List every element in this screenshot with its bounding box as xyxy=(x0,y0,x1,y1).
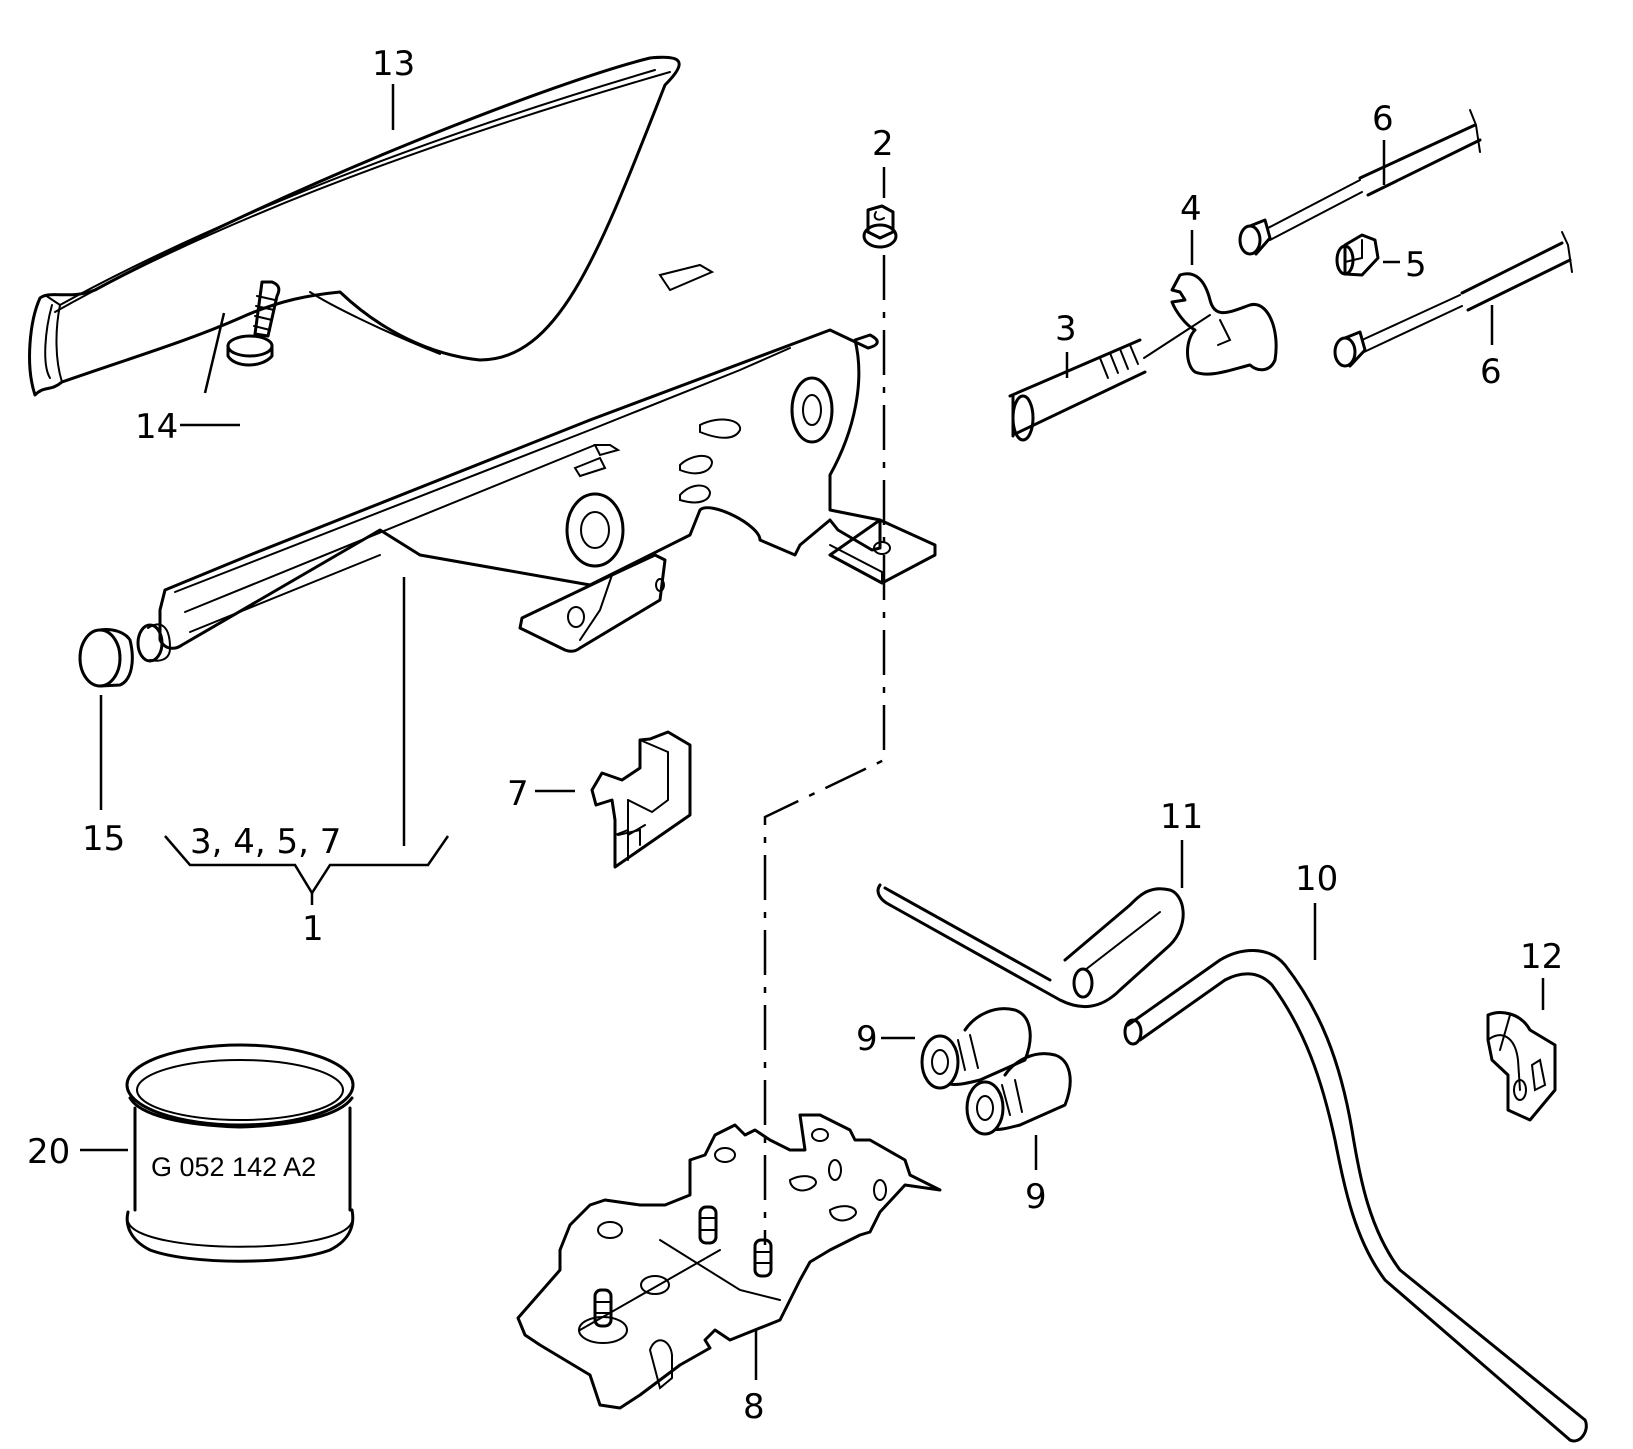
part-7-switch[interactable] xyxy=(590,730,692,869)
part-3-pin[interactable] xyxy=(1008,314,1211,442)
part-10-line[interactable] xyxy=(1123,949,1588,1443)
leader-14b xyxy=(203,312,226,394)
callout-7[interactable]: 7 xyxy=(507,774,529,814)
callout-8[interactable]: 8 xyxy=(743,1387,765,1427)
part-1-lever-mount-foot[interactable] xyxy=(518,553,667,653)
bracket-stud xyxy=(753,1238,773,1278)
part-2-flange-nut[interactable] xyxy=(862,204,898,249)
bracket-stud xyxy=(698,1205,718,1245)
callout-4[interactable]: 4 xyxy=(1180,189,1202,229)
callout-15[interactable]: 15 xyxy=(82,819,125,859)
callout-14[interactable]: 14 xyxy=(135,407,178,447)
callout-3[interactable]: 3 xyxy=(1055,309,1077,349)
part-5-adjuster-nut[interactable] xyxy=(1335,233,1380,277)
callout-group-1-members[interactable]: 3, 4, 5, 7 xyxy=(190,822,341,862)
grease-tin-stamp: G 052 142 A2 xyxy=(151,1152,316,1182)
part-4-equalizer[interactable] xyxy=(1170,272,1278,376)
part-6-cable-lower[interactable] xyxy=(1333,231,1573,368)
callout-10[interactable]: 10 xyxy=(1295,859,1338,899)
callout-9a[interactable]: 9 xyxy=(856,1019,878,1059)
bracket-ear xyxy=(648,1339,673,1390)
callout-11[interactable]: 11 xyxy=(1160,797,1203,837)
part-20-grease-tin[interactable] xyxy=(125,1043,355,1263)
part-12-clip[interactable] xyxy=(1486,1011,1557,1122)
part-8-bracket[interactable] xyxy=(516,1113,942,1410)
part-14-screw[interactable] xyxy=(226,280,281,367)
callout-13[interactable]: 13 xyxy=(372,44,415,84)
callout-5[interactable]: 5 xyxy=(1405,245,1427,285)
callout-1[interactable]: 1 xyxy=(302,909,324,949)
part-9-grommet-upper[interactable] xyxy=(920,1007,1032,1090)
part-1-mount-plate[interactable] xyxy=(828,518,937,585)
callout-6b[interactable]: 6 xyxy=(1480,352,1502,392)
callout-6a[interactable]: 6 xyxy=(1372,99,1394,139)
part-15-button-cap[interactable] xyxy=(78,623,172,688)
part-6-cable-upper[interactable] xyxy=(1238,109,1482,256)
bracket-stud xyxy=(578,1288,628,1344)
callout-20[interactable]: 20 xyxy=(27,1132,70,1172)
part-11-line[interactable] xyxy=(876,883,1185,1009)
part-9-grommet-lower[interactable] xyxy=(965,1052,1072,1136)
part-13-handle-grip[interactable] xyxy=(28,55,681,397)
alignment-line-2-to-8 xyxy=(763,255,886,1245)
callout-9b[interactable]: 9 xyxy=(1025,1177,1047,1217)
callout-2[interactable]: 2 xyxy=(872,124,894,164)
part-1-lever-body[interactable] xyxy=(158,263,882,650)
callout-12[interactable]: 12 xyxy=(1520,937,1563,977)
